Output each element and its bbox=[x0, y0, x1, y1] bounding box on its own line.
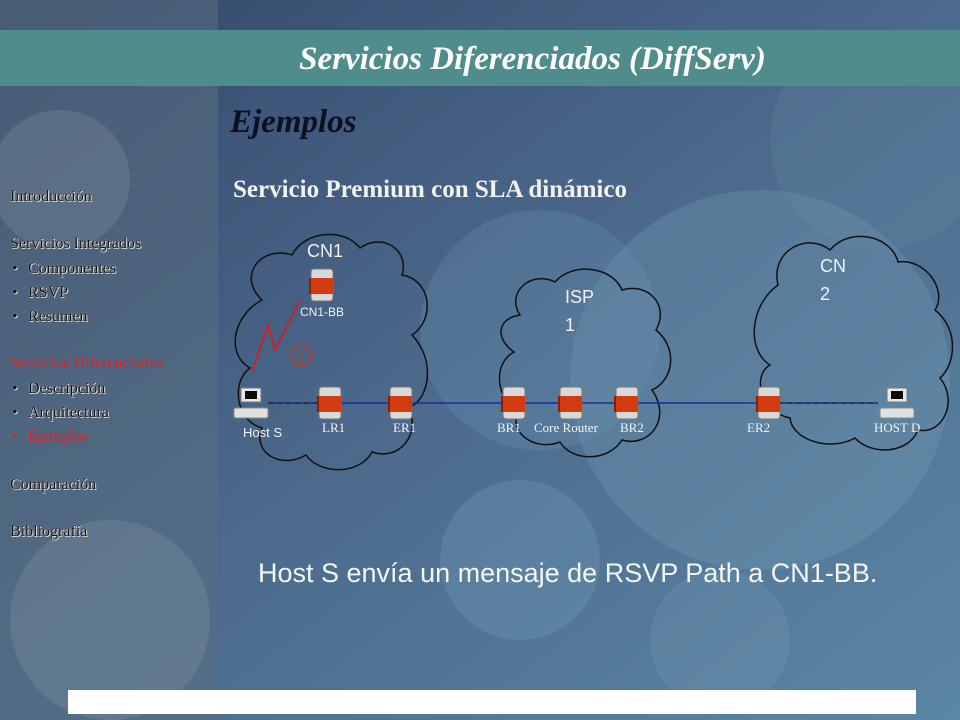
nav-item-rsvp[interactable]: • RSVP bbox=[12, 284, 68, 302]
label-isp1-line1: ISP bbox=[565, 287, 594, 307]
label-cn1: CN1 bbox=[307, 241, 343, 261]
nav-item-arquitectura[interactable]: • Arquitectura bbox=[12, 404, 109, 422]
router-icon-core-router[interactable] bbox=[557, 386, 583, 420]
slide-title: Servicios Diferenciados (DiffServ) bbox=[299, 41, 766, 77]
bullet-glyph: • bbox=[12, 308, 18, 325]
bullet-glyph: • bbox=[12, 284, 18, 301]
label-cn2-line1: CN bbox=[820, 256, 846, 276]
nav-item-servicios-integrados[interactable]: Servicios Integrados bbox=[10, 235, 142, 252]
router-icon-lr1[interactable] bbox=[316, 386, 342, 420]
label-host-s: Host S bbox=[243, 425, 282, 440]
label-br2: BR2 bbox=[620, 420, 644, 435]
slide-caption: Host S envía un mensaje de RSVP Path a C… bbox=[258, 558, 878, 588]
nav-item-label: Ejemplos bbox=[28, 428, 89, 445]
nav-item-label: Resumen bbox=[28, 308, 88, 325]
section-heading: Ejemplos bbox=[230, 104, 357, 140]
section-subheading: Servicio Premium con SLA dinámico bbox=[233, 176, 627, 203]
label-cn1-bb: CN1-BB bbox=[300, 305, 344, 319]
nav-item-label: Descripción bbox=[28, 380, 106, 397]
label-cn2-line2: 2 bbox=[820, 284, 830, 304]
nav-item-componentes[interactable]: • Componentes bbox=[12, 260, 116, 278]
nav-item-resumen[interactable]: • Resumen bbox=[12, 308, 88, 326]
bullet-glyph: • bbox=[12, 404, 18, 421]
title-bar: Servicios Diferenciados (DiffServ) bbox=[0, 30, 960, 86]
rsvp-signal-bolt bbox=[251, 299, 301, 373]
router-icon-br2[interactable] bbox=[613, 386, 639, 420]
bullet-glyph: • bbox=[12, 260, 18, 277]
step-number: 1 bbox=[297, 346, 306, 366]
nav-item-label: RSVP bbox=[28, 284, 69, 301]
step-marker bbox=[290, 344, 312, 366]
label-core-router: Core Router bbox=[534, 420, 599, 435]
router-icon-er1[interactable] bbox=[387, 386, 413, 420]
nav-item-label: Arquitectura bbox=[28, 404, 109, 421]
label-lr1: LR1 bbox=[322, 420, 345, 435]
label-host-d: HOST D bbox=[874, 420, 920, 435]
bullet-glyph: • bbox=[12, 380, 18, 397]
label-br1: BR1 bbox=[497, 420, 521, 435]
nav-item-label: Componentes bbox=[28, 260, 116, 277]
bullet-glyph: • bbox=[12, 428, 18, 445]
router-icon-cn1-bb[interactable] bbox=[308, 268, 334, 302]
label-er1: ER1 bbox=[393, 420, 416, 435]
nav-item-comparacion[interactable]: Comparación bbox=[10, 476, 97, 493]
nav-item-servicios-diferenciados[interactable]: Servicios Diferenciados bbox=[10, 355, 164, 372]
label-isp1-line2: 1 bbox=[565, 315, 575, 335]
nav-item-introduccion[interactable]: Introducción bbox=[10, 188, 92, 205]
nav-item-bibliografia[interactable]: Bibliografía bbox=[10, 523, 88, 540]
label-er2: ER2 bbox=[747, 420, 770, 435]
nav-item-ejemplos[interactable]: • Ejemplos bbox=[12, 428, 88, 446]
router-icon-er2[interactable] bbox=[755, 386, 781, 420]
cloud-cn2 bbox=[753, 235, 954, 451]
cloud-isp1 bbox=[498, 268, 672, 458]
footer-bar bbox=[68, 690, 916, 714]
router-icon-br1[interactable] bbox=[500, 386, 526, 420]
nav-item-descripcion[interactable]: • Descripción bbox=[12, 380, 105, 398]
host-icon-host-d[interactable] bbox=[879, 387, 915, 419]
